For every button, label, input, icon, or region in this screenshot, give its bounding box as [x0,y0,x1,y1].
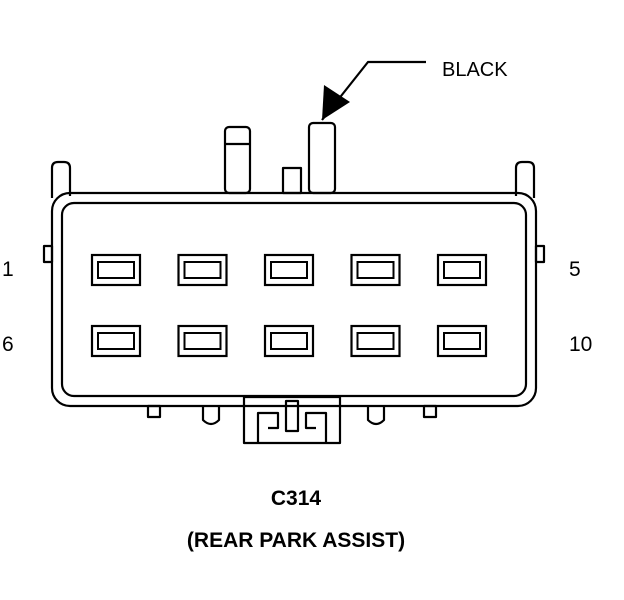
bottom-keying-block [242,395,342,445]
connector-description: (REAR PARK ASSIST) [187,529,405,552]
pin-label-1: 1 [2,258,14,281]
pin-cavity-10 [436,324,488,358]
bottom-bump-1 [201,406,221,426]
callout-leader [321,60,426,121]
pin-cavity-1 [90,253,142,287]
right-lock-tab [514,160,536,198]
pin-cavity-5 [436,253,488,287]
latch-post-right [307,121,337,195]
center-key [281,166,303,195]
connector-housing-outer [50,191,538,408]
bottom-tab-2 [422,404,438,419]
left-lock-tab [50,160,72,198]
callout-arrow-icon [322,85,350,120]
connector-housing-inner [60,201,528,398]
bottom-keying-slot-right [304,411,328,443]
bottom-tab-1 [146,404,162,419]
left-side-stub [42,244,54,264]
pin-label-10: 10 [569,333,592,356]
pin-cavity-2 [177,253,228,287]
connector-id: C314 [271,487,322,510]
pin-cavity-6 [90,324,142,358]
right-side-stub [534,244,546,264]
pin-cavity-4 [350,253,401,287]
bottom-keying-slot-left [256,411,280,443]
pin-label-6: 6 [2,333,14,356]
pin-cavity-7 [177,324,228,358]
bottom-keying-center [284,399,300,433]
latch-post-left [223,125,252,195]
pin-cavity-3 [263,253,315,287]
bottom-bump-2 [366,406,386,426]
cavity-grid [90,253,488,358]
pin-cavity-8 [263,324,315,358]
pin-label-5: 5 [569,258,581,281]
wire-color-callout: BLACK [442,59,508,81]
pin-cavity-9 [350,324,401,358]
